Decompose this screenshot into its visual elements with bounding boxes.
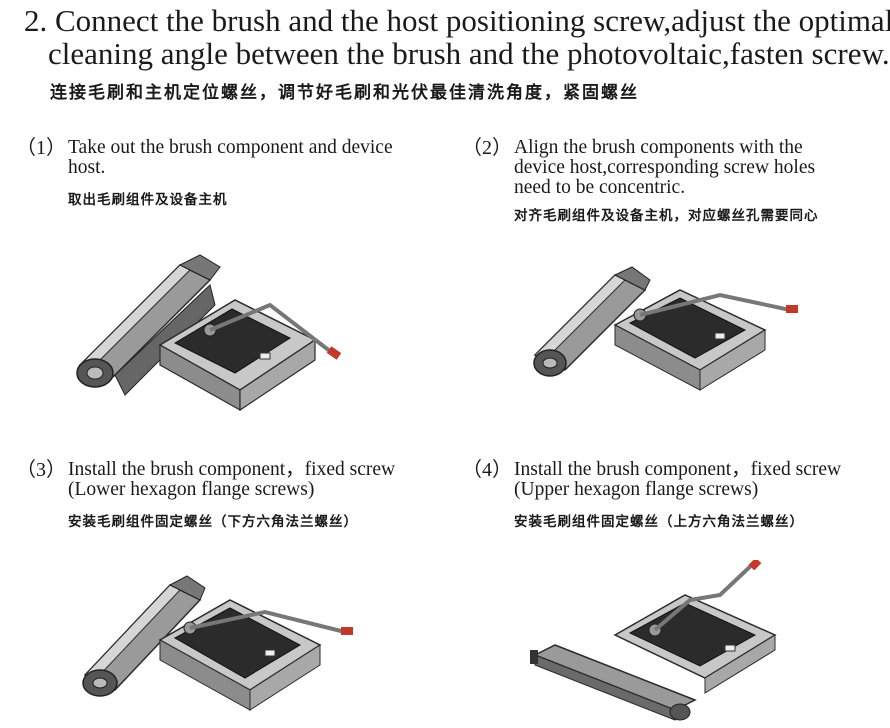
step-chinese-text: 取出毛刷组件及设备主机 bbox=[68, 192, 228, 208]
step-english-text: Take out the brush component and device … bbox=[68, 137, 393, 178]
step-chinese-text: 安装毛刷组件固定螺丝（下方六角法兰螺丝） bbox=[68, 514, 358, 530]
section-heading: 2. Connect the brush and the host positi… bbox=[24, 3, 890, 71]
device-host-illustration bbox=[613, 560, 777, 694]
step-chinese-text: 安装毛刷组件固定螺丝（上方六角法兰螺丝） bbox=[514, 514, 804, 530]
step-english-text: Align the brush components with the devi… bbox=[514, 137, 816, 198]
device-host-illustration bbox=[158, 599, 353, 711]
heading-chinese: 连接毛刷和主机定位螺丝，调节好毛刷和光伏最佳清洗角度，紧固螺丝 bbox=[50, 83, 639, 103]
figure-step-2 bbox=[520, 255, 820, 405]
step-english-text: Install the brush component，fixed screw … bbox=[514, 459, 842, 500]
figure-step-1 bbox=[60, 245, 360, 425]
step-number: （2） bbox=[462, 137, 512, 159]
device-host-illustration bbox=[158, 299, 342, 412]
heading-line-1: 2. Connect the brush and the host positi… bbox=[24, 3, 890, 38]
step-number: （4） bbox=[462, 459, 512, 481]
heading-line-2: cleaning angle between the brush and the… bbox=[48, 36, 890, 71]
figure-step-3 bbox=[75, 560, 375, 725]
brush-roller-illustration bbox=[533, 266, 651, 377]
step-chinese-text: 对齐毛刷组件及设备主机，对应螺丝孔需要同心 bbox=[514, 208, 819, 224]
step-english-text: Install the brush component，fixed screw … bbox=[68, 459, 396, 500]
step-number: （1） bbox=[16, 137, 66, 159]
brush-roller-illustration bbox=[530, 644, 697, 721]
brush-roller-illustration bbox=[82, 575, 206, 697]
device-host-illustration bbox=[613, 289, 798, 391]
brush-roller-illustration bbox=[76, 254, 221, 396]
figure-step-4 bbox=[520, 560, 820, 725]
step-number: （3） bbox=[16, 459, 66, 481]
